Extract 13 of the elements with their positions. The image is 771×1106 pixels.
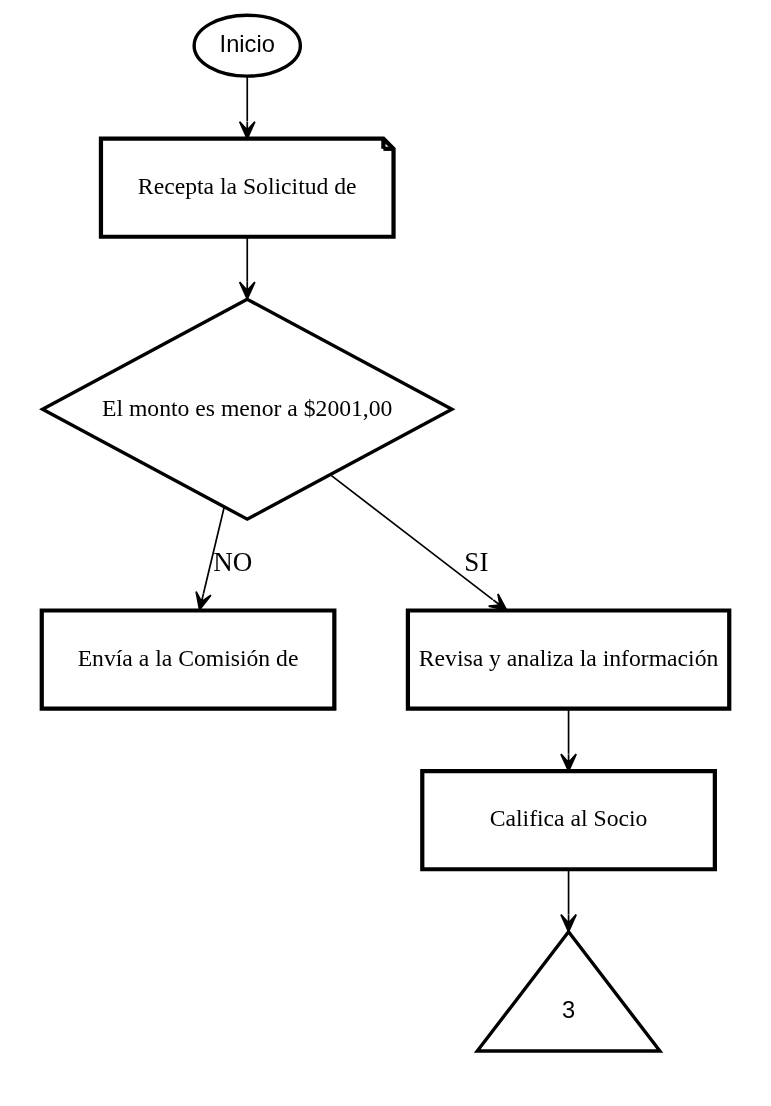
arrow (560, 708, 578, 772)
node-box: Califica al Socio (420, 769, 717, 872)
node-box: Revisa y analiza la información (405, 608, 732, 711)
arrow (560, 868, 578, 933)
arrow (238, 236, 256, 300)
edge-label: SI (464, 547, 489, 578)
edge-label: NO (213, 547, 253, 578)
arrow (329, 474, 508, 612)
arrow (195, 506, 226, 611)
node-ellipse: Inicio (192, 13, 303, 78)
node-box: Envía a la Comisión de (39, 608, 337, 711)
node-diamond: El monto es menor a $2001,00 (39, 297, 456, 522)
arrow (238, 75, 256, 140)
